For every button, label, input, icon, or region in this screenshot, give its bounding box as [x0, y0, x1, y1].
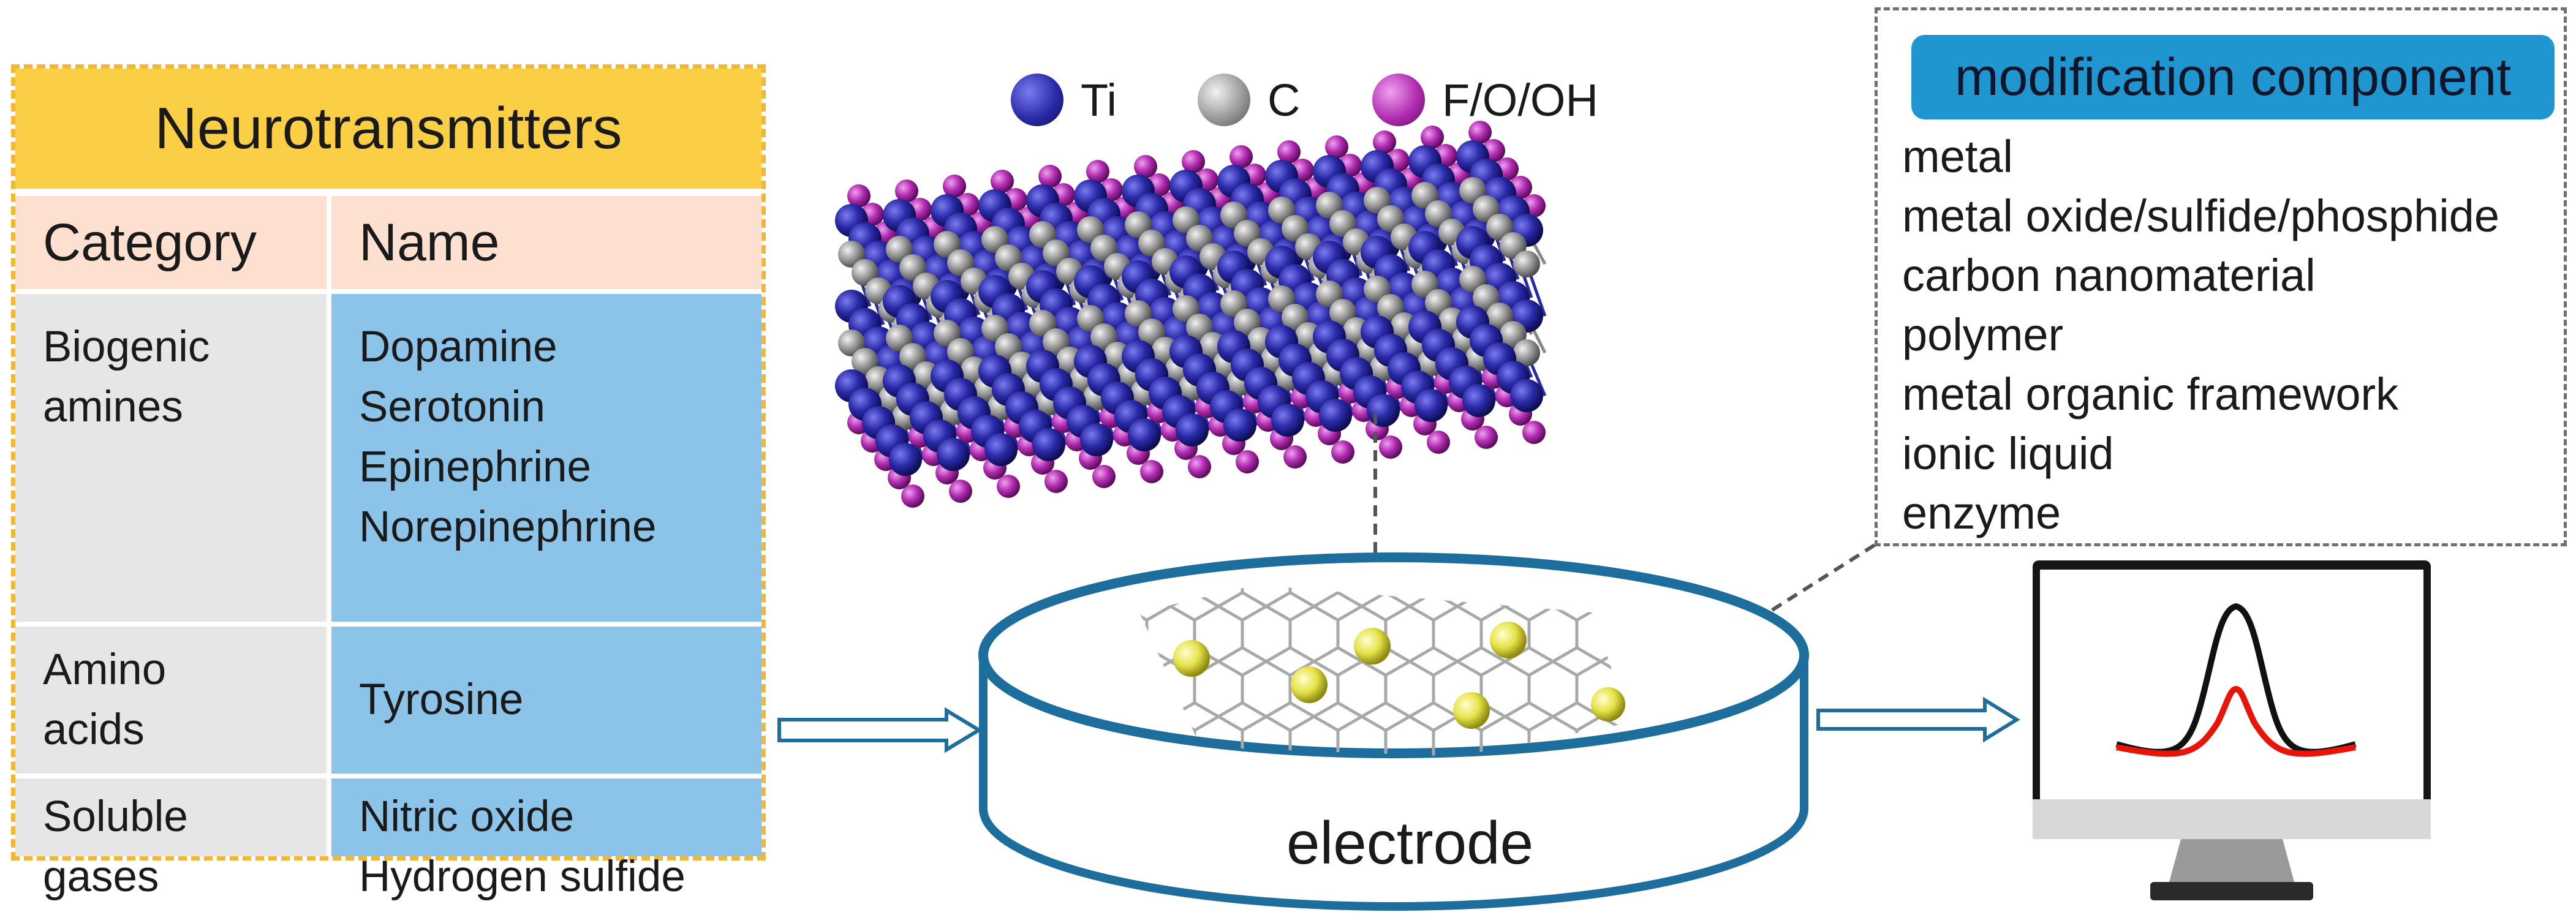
legend-label: C: [1267, 74, 1301, 126]
f-o-oh-atom: [1182, 150, 1205, 173]
ti-atom: [937, 438, 970, 471]
f-o-oh-atom: [1140, 460, 1163, 483]
ti-atom: [1176, 413, 1209, 446]
list-item: metal: [1902, 131, 2013, 182]
modification-box: modification component metal metal oxide…: [1875, 7, 2567, 546]
f-o-oh-atom: [1236, 450, 1259, 473]
c-atom: [1513, 251, 1540, 277]
f-o-oh-atom: [1277, 140, 1301, 164]
ti-atom: [1319, 399, 1352, 432]
modification-title: modification component: [1911, 35, 2555, 119]
ti-atom: [889, 443, 922, 476]
f-o-oh-atom: [1092, 465, 1116, 488]
category-cell: Soluble gases: [15, 778, 327, 901]
ti-atom: [1223, 409, 1256, 442]
c-atom-icon: [1198, 73, 1250, 126]
f-o-oh-atom: [997, 475, 1020, 498]
legend-c: C: [1198, 73, 1300, 126]
f-o-oh-atom: [1325, 135, 1348, 159]
f-o-oh-atom: [1086, 160, 1109, 183]
f-o-oh-atom: [1038, 165, 1062, 188]
f-o-oh-atom: [943, 175, 966, 198]
f-o-oh-atom: [1229, 145, 1253, 168]
arrow-electrode-to-monitor: [1816, 696, 2020, 743]
arrow-table-to-electrode: [777, 707, 983, 753]
list-item: ionic liquid: [1902, 428, 2114, 479]
c-atom: [1513, 339, 1540, 366]
f-o-oh-atom: [1421, 126, 1444, 149]
f-o-oh-atom: [1522, 421, 1546, 444]
list-item: polymer: [1902, 309, 2064, 360]
legend-label: Ti: [1081, 74, 1117, 126]
f-o-oh-atom: [1188, 455, 1211, 478]
name-cell: Tyrosine: [331, 627, 761, 774]
legend-label: F/O/OH: [1442, 74, 1598, 126]
legend-f-o-oh: F/O/OH: [1372, 73, 1598, 126]
list-item: metal organic framework: [1902, 369, 2399, 420]
legend-ti: Ti: [1011, 73, 1117, 126]
category-cell: Amino acids: [15, 627, 327, 774]
header-category: Category: [15, 196, 327, 289]
list-item: metal oxide/sulfide/phosphide: [1902, 190, 2499, 241]
f-o-oh-atom: [895, 179, 918, 203]
neurotransmitter-table: Neurotransmitters Category Name Biogenic…: [11, 64, 766, 901]
category-cell: Biogenic amines: [15, 294, 327, 622]
name-cell: Dopamine Serotonin Epinephrine Norepinep…: [331, 294, 761, 622]
monitor-icon: [2033, 560, 2431, 900]
table-title: Neurotransmitters: [15, 69, 761, 189]
f-o-oh-atom: [1427, 431, 1450, 454]
f-o-oh-atom: [847, 184, 871, 208]
f-o-oh-atom: [1379, 435, 1402, 459]
f-o-oh-atom: [1283, 445, 1307, 469]
ti-atom-icon: [1011, 73, 1063, 126]
f-o-oh-atom: [1475, 426, 1498, 449]
modification-list: metal metal oxide/sulfide/phosphide carb…: [1902, 127, 2499, 543]
ti-atom: [1510, 379, 1543, 412]
f-o-oh-atom: [991, 170, 1014, 193]
f-o-oh-atom: [1134, 155, 1157, 178]
ti-atom: [1415, 389, 1448, 422]
ti-atom: [1462, 384, 1495, 417]
ti-atom: [1367, 394, 1400, 427]
f-o-oh-atom: [901, 484, 924, 508]
list-item: carbon nanomaterial: [1902, 250, 2316, 301]
black-peak-curve: [2115, 603, 2357, 755]
f-o-oh-atom: [1044, 470, 1068, 493]
list-item: enzyme: [1902, 488, 2061, 538]
ti-atom: [984, 433, 1018, 466]
ti-atom: [1032, 428, 1065, 461]
electrode-label: electrode: [1286, 809, 1534, 876]
ti-atom: [1128, 418, 1161, 451]
electrode-disk: [978, 552, 1809, 911]
f-o-oh-atom: [1468, 121, 1492, 144]
ti-atom: [1271, 404, 1304, 437]
header-name: Name: [331, 196, 761, 289]
f-o-oh-atom: [1373, 130, 1396, 154]
mxene-lattice: [835, 121, 1547, 508]
name-cell: Nitric oxide Hydrogen sulfide: [331, 778, 761, 901]
f-o-oh-atom: [949, 480, 972, 503]
f-o-oh-atom-icon: [1372, 73, 1425, 126]
ti-atom: [1080, 423, 1113, 456]
red-peak-curve: [2116, 685, 2356, 757]
nanoparticles: [1173, 622, 1625, 729]
f-o-oh-atom: [1331, 440, 1354, 464]
